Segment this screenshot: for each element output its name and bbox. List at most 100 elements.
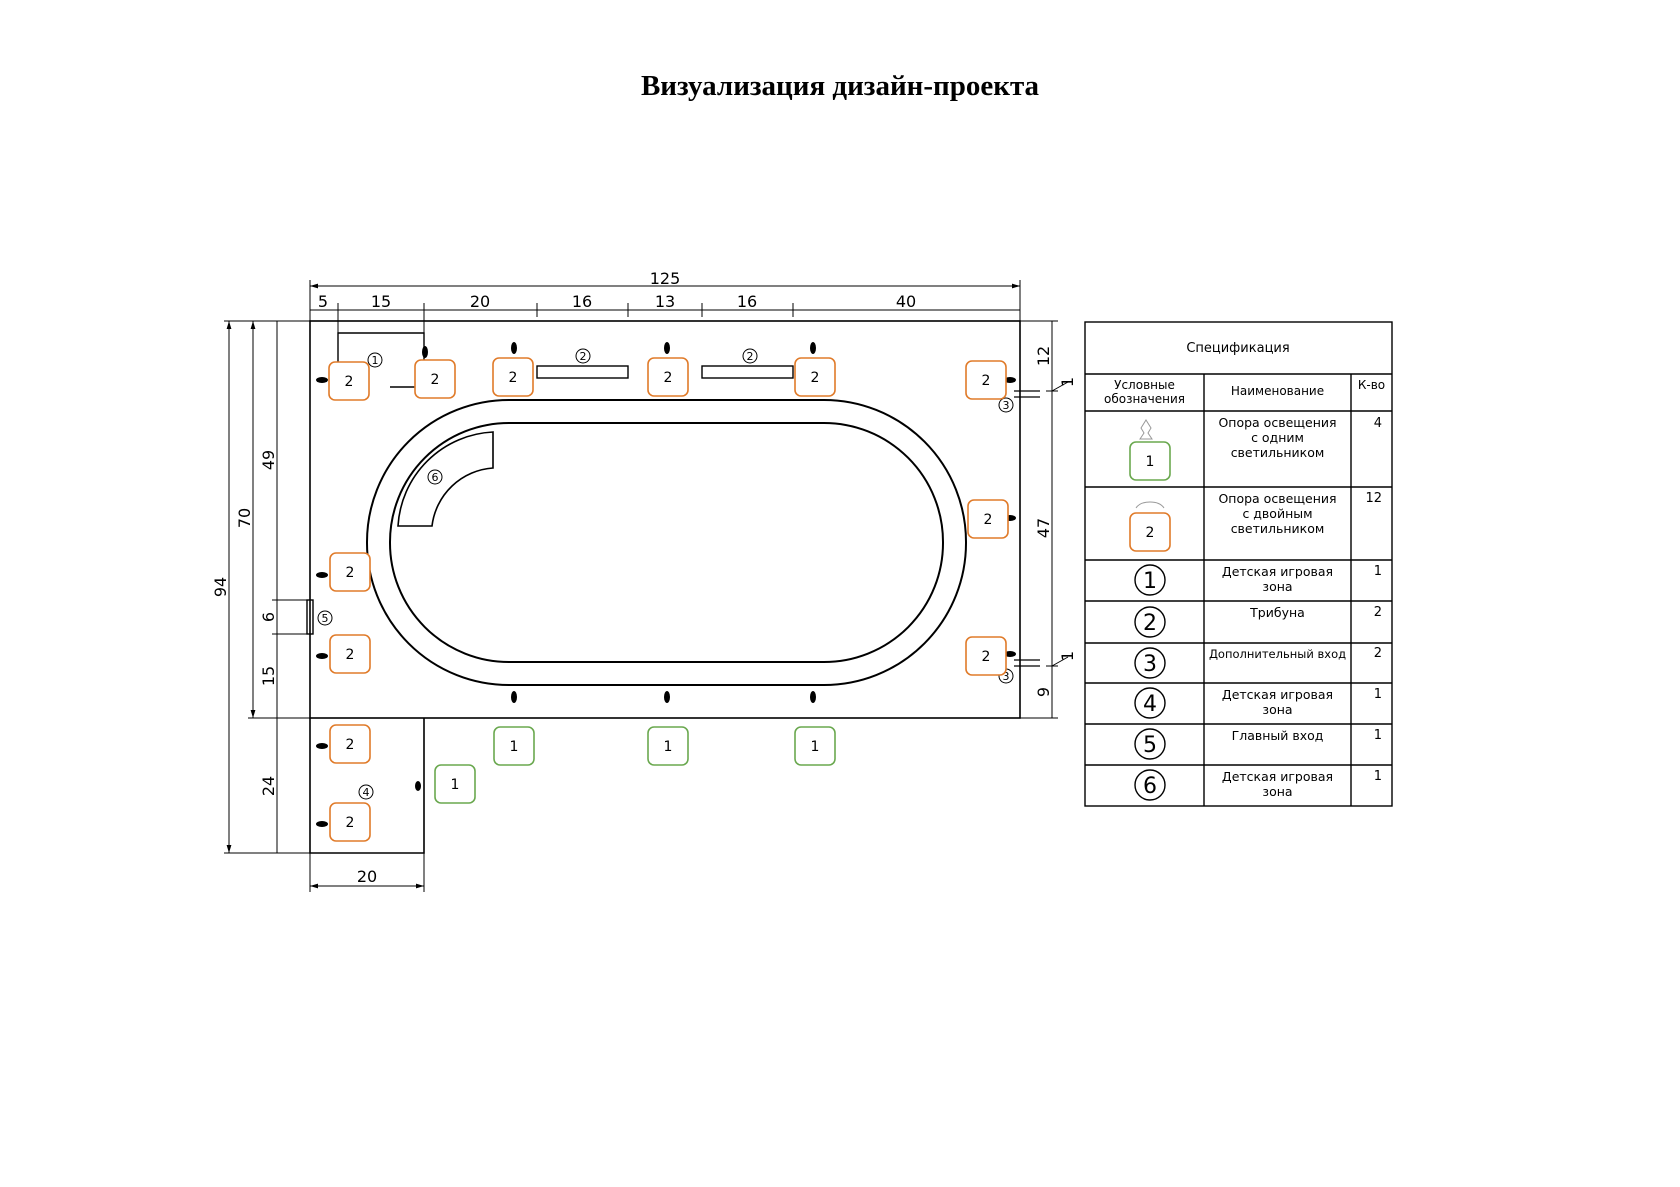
spec-row-3: 1 Детская игровая зона 1: [1134, 564, 1382, 596]
svg-text:2: 2: [982, 373, 991, 389]
spec-header-name: Наименование: [1230, 384, 1325, 398]
svg-text:4: 4: [363, 786, 370, 799]
dim-top-seg-5: 13: [655, 292, 675, 311]
spec-row-1: 1 Опора освещения с одним светильником 4: [1129, 415, 1382, 481]
stand-right: [701, 365, 794, 379]
zone-label-1: 1: [367, 352, 383, 368]
svg-text:2: 2: [509, 370, 518, 386]
double-light-markers: [328, 357, 1009, 842]
dim-left-seg-4: 24: [259, 776, 278, 796]
svg-text:1: 1: [1143, 569, 1157, 594]
spec-title: Спецификация: [1186, 341, 1289, 356]
svg-text:2: 2: [346, 565, 355, 581]
dim-left-seg-2: 6: [259, 612, 278, 622]
spec-row-4-name: Трибуна: [1250, 605, 1305, 620]
dim-top-seg-4: 16: [572, 292, 592, 311]
dim-left-middle: 70: [235, 508, 254, 528]
spec-row-8-name: Детская игровая зона: [1221, 769, 1334, 799]
svg-text:3: 3: [1003, 399, 1010, 412]
dim-left-seg-3: 15: [259, 666, 278, 686]
spec-row-3-name: Детская игровая зона: [1221, 564, 1334, 594]
spec-table: Спецификация Условные обозначения Наимен…: [1084, 321, 1393, 807]
zone-label-6: 6: [427, 469, 443, 485]
svg-text:5: 5: [1143, 733, 1157, 758]
svg-text:1: 1: [664, 739, 673, 755]
zone-label-2-right: 2: [742, 348, 758, 364]
running-track: [366, 399, 967, 686]
dim-right-seg-4: 1: [1058, 651, 1077, 661]
spec-row-8-qty: 1: [1374, 769, 1382, 784]
svg-text:2: 2: [346, 647, 355, 663]
spec-row-1-qty: 4: [1374, 416, 1382, 431]
spec-row-5-qty: 2: [1374, 646, 1382, 661]
svg-text:1: 1: [811, 739, 820, 755]
svg-text:2: 2: [982, 649, 991, 665]
svg-text:2: 2: [984, 512, 993, 528]
svg-text:2: 2: [345, 374, 354, 390]
page-title: Визуализация дизайн-проекта: [640, 70, 1040, 102]
spec-row-5: 3 Дополнительный вход 2: [1134, 646, 1382, 679]
spec-row-6-qty: 1: [1374, 687, 1382, 702]
zone-label-2-left: 2: [575, 348, 591, 364]
spec-row-5-name: Дополнительный вход: [1208, 647, 1347, 661]
svg-text:1: 1: [372, 354, 379, 367]
zone-label-4: 4: [358, 784, 374, 800]
light-pole-double-icon: [1135, 501, 1165, 509]
single-light-marker-labels: 1 1 1 1: [451, 739, 820, 793]
light-pole-dots: [316, 342, 1016, 827]
light-pole-single-icon: [1139, 419, 1153, 440]
svg-text:1: 1: [451, 777, 460, 793]
spec-row-8: 6 Детская игровая зона 1: [1134, 769, 1382, 801]
dim-right-seg-5: 9: [1034, 687, 1053, 697]
dim-top-seg-1: 5: [318, 292, 328, 311]
svg-text:3: 3: [1003, 670, 1010, 683]
svg-text:6: 6: [432, 471, 439, 484]
main-entrance-gate: [306, 599, 314, 635]
spec-row-6-name: Детская игровая зона: [1221, 687, 1334, 717]
kids-zone-6-shape: [397, 431, 494, 527]
spec-row-2-qty: 12: [1365, 491, 1382, 506]
dim-top-seg-6: 16: [737, 292, 757, 311]
svg-text:2: 2: [811, 370, 820, 386]
dim-top-seg-7: 40: [896, 292, 916, 311]
stand-left: [536, 365, 629, 379]
spec-row-4-qty: 2: [1374, 605, 1382, 620]
spec-row-2: 2 Опора освещения с двойным светильником…: [1129, 491, 1382, 552]
spec-header-qty: К-во: [1357, 378, 1386, 392]
dim-top-seg-3: 20: [470, 292, 490, 311]
spec-row-3-qty: 1: [1374, 564, 1382, 579]
dim-bottom: 20: [357, 867, 377, 886]
svg-text:2: 2: [664, 370, 673, 386]
svg-text:2: 2: [346, 815, 355, 831]
dim-top-seg-2: 15: [371, 292, 391, 311]
svg-text:4: 4: [1143, 692, 1157, 717]
svg-text:2: 2: [747, 350, 754, 363]
dim-left-seg-1: 49: [259, 450, 278, 470]
svg-text:1: 1: [1146, 454, 1155, 470]
svg-text:2: 2: [1146, 525, 1155, 541]
extra-entrance-marks: [1014, 390, 1040, 667]
svg-text:2: 2: [580, 350, 587, 363]
site-outline: [309, 320, 1021, 854]
double-light-marker-labels: 2 2 2 2 2 2 2 2 2 2 2 2: [345, 370, 993, 831]
dim-left-outer: 94: [211, 577, 230, 597]
svg-text:3: 3: [1143, 652, 1157, 677]
dim-total-width: 125: [650, 269, 681, 288]
zone-label-5: 5: [317, 610, 333, 626]
spec-header-symbols: Условные обозначения: [1104, 378, 1185, 406]
spec-row-1-name: Опора освещения с одним светильником: [1218, 415, 1337, 460]
svg-text:6: 6: [1143, 774, 1157, 799]
svg-text:2: 2: [1143, 611, 1157, 636]
spec-row-2-name: Опора освещения с двойным светильником: [1218, 491, 1337, 536]
dim-right-seg-3: 47: [1034, 518, 1053, 538]
svg-text:2: 2: [431, 372, 440, 388]
svg-text:5: 5: [322, 612, 329, 625]
spec-row-4: 2 Трибуна 2: [1134, 605, 1382, 638]
dimension-lines: [224, 280, 1058, 892]
spec-header-symbols-text: Условные обозначения: [1104, 378, 1185, 406]
spec-row-7: 5 Главный вход 1: [1134, 728, 1382, 760]
zone-label-3-top: 3: [998, 397, 1014, 413]
spec-row-6: 4 Детская игровая зона 1: [1134, 687, 1382, 719]
svg-text:1: 1: [510, 739, 519, 755]
